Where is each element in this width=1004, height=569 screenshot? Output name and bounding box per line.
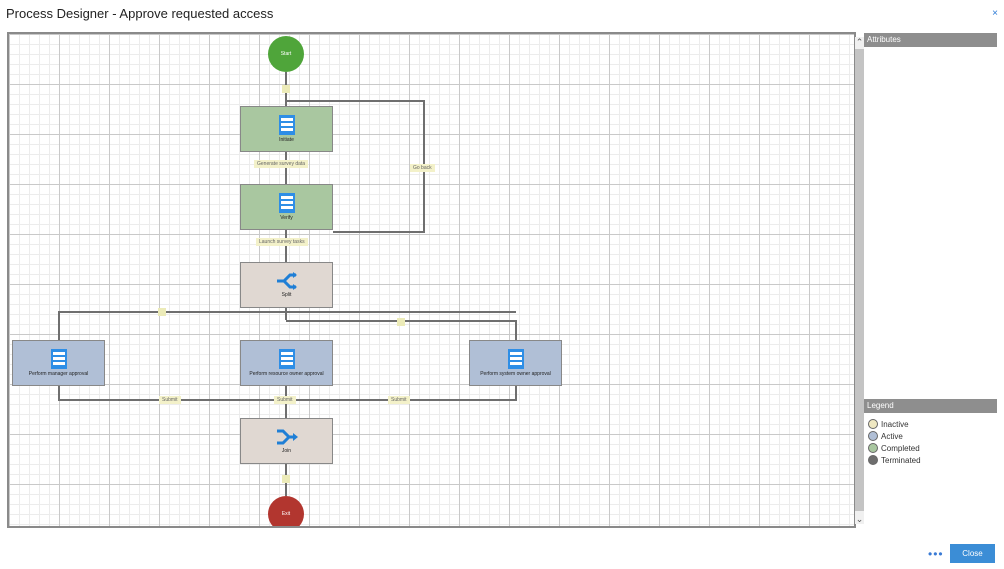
scroll-down-icon[interactable]: ⌄ xyxy=(855,514,864,524)
form-icon xyxy=(278,115,295,135)
vertical-scrollbar[interactable]: ⌃ ⌄ xyxy=(855,37,864,524)
legend-label: Active xyxy=(881,431,903,441)
manager-approval-node[interactable]: Perform manager approval xyxy=(12,340,105,386)
edge-label: Launch survey tasks xyxy=(256,238,308,246)
legend-label: Inactive xyxy=(881,419,909,429)
start-node[interactable]: Start xyxy=(268,36,304,72)
node-label: Perform resource owner approval xyxy=(249,371,324,377)
split-node[interactable]: Split xyxy=(240,262,333,308)
join-node[interactable]: Join xyxy=(240,418,333,464)
scroll-thumb[interactable] xyxy=(855,49,864,511)
split-icon xyxy=(276,272,297,290)
form-icon xyxy=(278,349,295,369)
connector-lines xyxy=(58,72,517,496)
initiate-node[interactable]: Initiate xyxy=(240,106,333,152)
exit-label: Exit xyxy=(281,511,291,517)
close-icon[interactable]: × xyxy=(992,8,998,19)
edge-label: Submit xyxy=(274,396,296,404)
resource-owner-approval-node[interactable]: Perform resource owner approval xyxy=(240,340,333,386)
node-label: Initiate xyxy=(279,137,294,143)
form-icon xyxy=(50,349,67,369)
legend-swatch xyxy=(868,443,878,453)
legend-item-terminated: Terminated xyxy=(868,455,921,465)
connector-handle[interactable] xyxy=(282,475,290,483)
edge-label: Submit xyxy=(159,396,181,404)
close-button[interactable]: Close xyxy=(950,544,995,563)
legend-label: Terminated xyxy=(881,455,921,465)
process-canvas[interactable]: Start Initiate Generate survey data Go b… xyxy=(9,34,854,526)
legend-swatch xyxy=(868,431,878,441)
process-canvas-frame: Start Initiate Generate survey data Go b… xyxy=(7,32,856,528)
scroll-up-icon[interactable]: ⌃ xyxy=(855,37,864,47)
form-icon xyxy=(278,193,295,213)
node-label: Split xyxy=(281,292,292,298)
node-label: Join xyxy=(281,448,292,454)
legend-panel xyxy=(864,413,997,524)
legend-label: Completed xyxy=(881,443,920,453)
system-owner-approval-node[interactable]: Perform system owner approval xyxy=(469,340,562,386)
legend-item-active: Active xyxy=(868,431,903,441)
attributes-panel xyxy=(864,47,997,397)
legend-item-completed: Completed xyxy=(868,443,920,453)
legend-item-inactive: Inactive xyxy=(868,419,909,429)
verify-node[interactable]: Verify xyxy=(240,184,333,230)
more-options-button[interactable]: ••• xyxy=(928,547,944,561)
join-icon xyxy=(276,429,298,445)
edge-label: Go back xyxy=(410,164,435,172)
window-title: Process Designer - Approve requested acc… xyxy=(6,6,274,21)
legend-header: Legend xyxy=(864,399,997,413)
attributes-header: Attributes xyxy=(864,33,997,47)
connector-handle[interactable] xyxy=(158,308,166,316)
legend-swatch xyxy=(868,419,878,429)
legend-swatch xyxy=(868,455,878,465)
node-label: Perform manager approval xyxy=(28,371,89,377)
exit-node[interactable]: Exit xyxy=(268,496,304,526)
connector-handle[interactable] xyxy=(397,318,405,326)
node-label: Perform system owner approval xyxy=(480,371,551,377)
node-label: Verify xyxy=(280,215,293,221)
start-label: Start xyxy=(280,51,292,57)
form-icon xyxy=(507,349,524,369)
edge-label: Submit xyxy=(388,396,410,404)
connector-handle[interactable] xyxy=(282,85,290,93)
edge-label: Generate survey data xyxy=(254,160,309,168)
